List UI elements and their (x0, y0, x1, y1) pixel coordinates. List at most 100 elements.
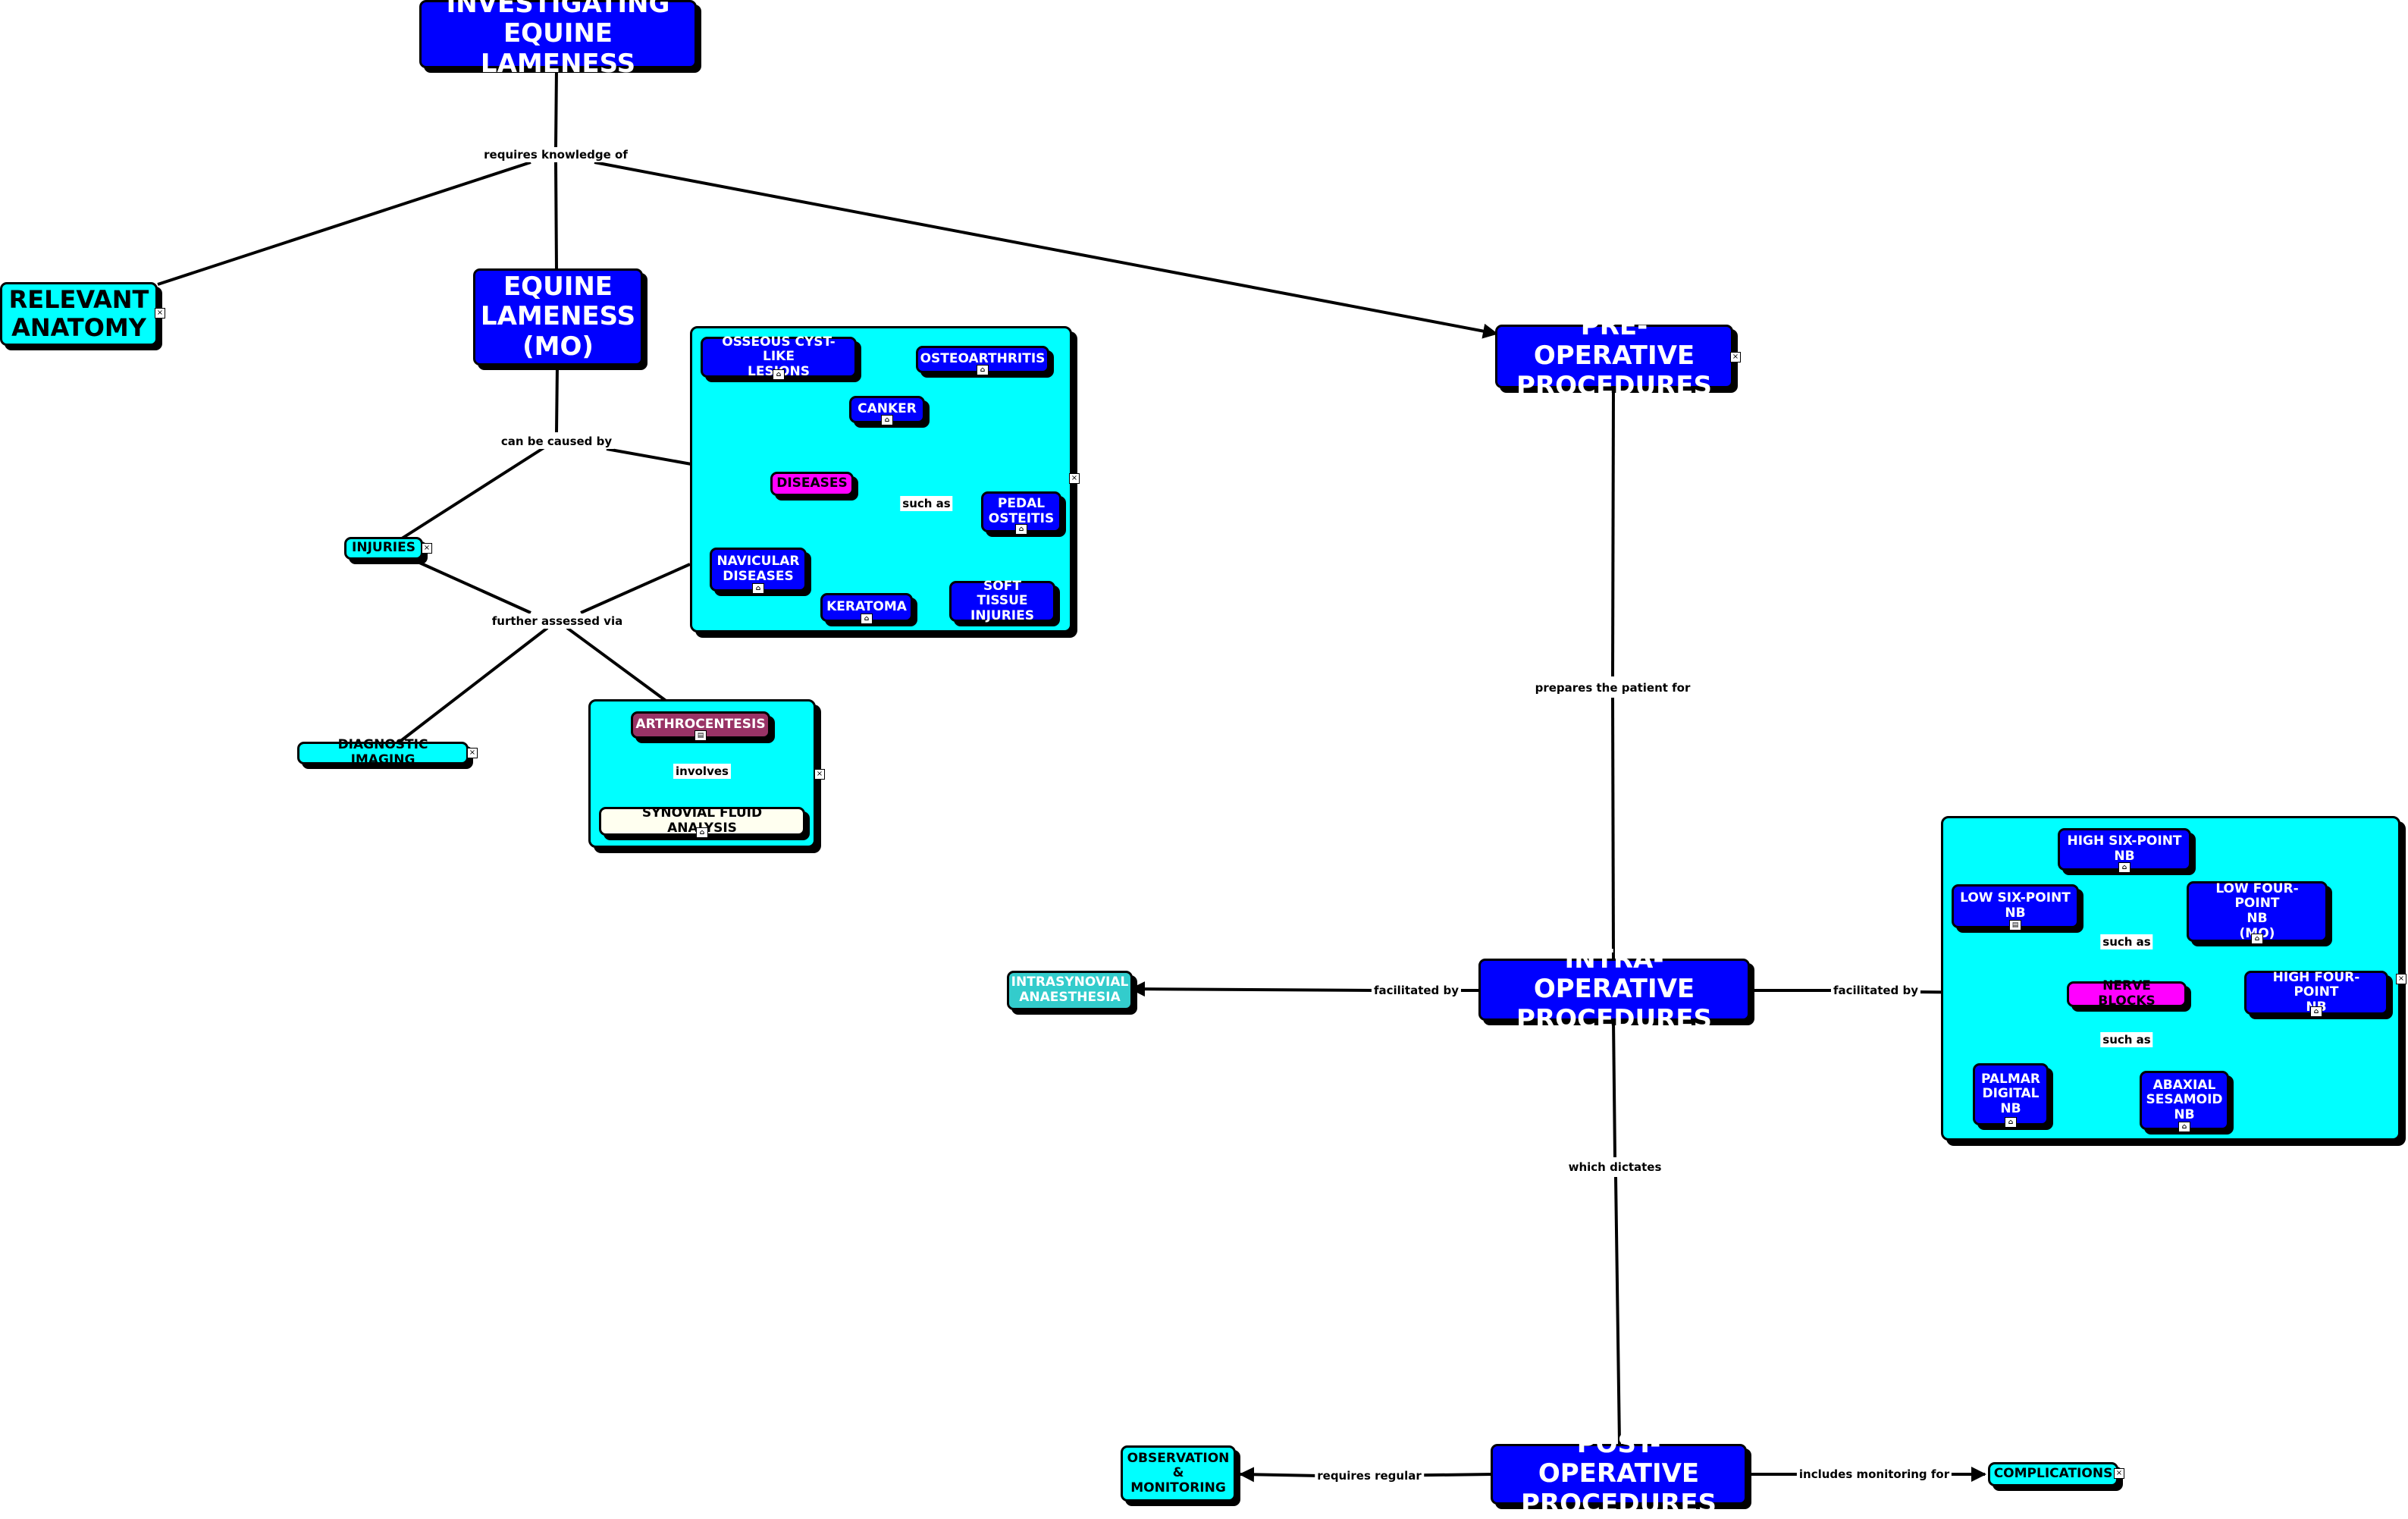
link-label-involves: involves (673, 764, 731, 779)
expand-icon[interactable]: × (467, 748, 478, 758)
resource-icon[interactable]: ▤ (2009, 920, 2021, 931)
concept-pre-operative-procedures[interactable]: PRE-OPERATIVE PROCEDURES (1495, 312, 1733, 400)
resource-icon[interactable]: ⌂ (2310, 1006, 2322, 1017)
concept-post-operative-procedures[interactable]: POST-OPERATIVE PROCEDURES (1491, 1430, 1747, 1518)
concept-complications[interactable]: COMPLICATIONS (1988, 1462, 2118, 1486)
link-assessed-imaging (394, 626, 549, 746)
expand-icon[interactable]: × (422, 543, 432, 554)
concept-keratoma[interactable]: KERATOMA ⌂ (820, 593, 913, 624)
concept-diseases[interactable]: DISEASES (770, 472, 854, 496)
resource-icon[interactable]: ⌂ (2005, 1117, 2017, 1128)
link-label-such-as-diseases: such as (900, 496, 953, 511)
concept-arthrocentesis[interactable]: ARTHROCENTESIS ▤ (631, 711, 770, 741)
concept-label: INVESTIGATING EQUINE LAMENESS (446, 0, 670, 79)
concept-low-four-point-nb[interactable]: LOW FOUR-POINT NB (MO) ⌂ (2187, 880, 2328, 944)
expand-icon[interactable]: × (1730, 352, 1741, 362)
concept-label: COMPLICATIONS (1993, 1466, 2113, 1482)
concept-label: NERVE BLOCKS (2098, 978, 2156, 1009)
link-label-further-assessed: further assessed via (489, 614, 626, 629)
link-label-facilitated-right: facilitated by (1830, 983, 1921, 998)
concept-observation-monitoring[interactable]: OBSERVATION & MONITORING (1121, 1445, 1236, 1502)
link-label-such-as-nb-bottom: such as (2100, 1032, 2153, 1047)
expand-icon[interactable]: × (2114, 1468, 2124, 1479)
link-requires-observation (1239, 1467, 1320, 1483)
resource-icon[interactable]: ⌂ (696, 827, 708, 838)
concept-high-six-point-nb[interactable]: HIGH SIX-POINT NB ⌂ (2058, 828, 2191, 873)
resource-icon[interactable]: ⌂ (1015, 524, 1027, 535)
link-dictates-postop (1614, 1176, 1621, 1445)
concept-abaxial-sesamoid-nb[interactable]: ABAXIAL SESAMOID NB ⌂ (2140, 1071, 2229, 1132)
link-label-prepares: prepares the patient for (1532, 680, 1693, 695)
concept-diagnostic-imaging[interactable]: DIAGNOSTIC IMAGING (297, 738, 469, 767)
concept-low-six-point-nb[interactable]: LOW SIX-POINT NB ▤ (1952, 884, 2079, 931)
link-label-which-dictates: which dictates (1566, 1160, 1664, 1175)
concept-label: PEDAL OSTEITIS (988, 496, 1055, 526)
concept-label: LOW FOUR-POINT NB (MO) (2215, 880, 2299, 940)
resource-icon[interactable]: ⌂ (2118, 862, 2131, 873)
concept-synovial-fluid-analysis[interactable]: SYNOVIAL FLUID ANALYSIS ⌂ (599, 806, 805, 838)
link-label-requires-knowledge: requires knowledge of (481, 147, 630, 162)
link-caused-injuries (400, 446, 546, 540)
concept-navicular-diseases[interactable]: NAVICULAR DISEASES ⌂ (710, 548, 807, 594)
concept-investigating-equine-lameness[interactable]: INVESTIGATING EQUINE LAMENESS (419, 0, 697, 78)
concept-label: NAVICULAR DISEASES (716, 554, 800, 584)
expand-icon[interactable]: × (2396, 974, 2406, 984)
concept-label: EQUINE LAMENESS (MO) (480, 271, 636, 362)
resource-icon[interactable]: ▤ (694, 730, 707, 741)
concept-label: ARTHROCENTESIS (635, 717, 766, 733)
concept-palmar-digital-nb[interactable]: PALMAR DIGITAL NB ⌂ (1973, 1063, 2049, 1128)
link-facilitated-intrasynovial (1130, 981, 1378, 997)
resource-icon[interactable]: ⌂ (881, 415, 893, 425)
concept-label: INTRASYNOVIAL ANAESTHESIA (1011, 974, 1129, 1005)
concept-label: PALMAR DIGITAL NB (1980, 1071, 2041, 1116)
concept-label: INTRA-OPERATIVE PROCEDURES (1516, 944, 1712, 1034)
concept-label: SOFT TISSUE INJURIES (970, 578, 1034, 623)
resource-icon[interactable]: ⌂ (2251, 934, 2263, 944)
concept-label: DISEASES (776, 475, 848, 491)
link-assessed-arthro (566, 626, 684, 714)
concept-label: INJURIES (352, 540, 415, 556)
resource-icon[interactable]: ⌂ (861, 614, 873, 624)
concept-high-four-point-nb[interactable]: HIGH FOUR-POINT NB ⌂ (2244, 970, 2388, 1017)
concept-equine-lameness[interactable]: EQUINE LAMENESS (MO) (473, 268, 643, 366)
concept-label: LOW SIX-POINT NB (1960, 890, 2071, 921)
concept-canker[interactable]: CANKER ⌂ (849, 396, 925, 425)
resource-icon[interactable]: ⌂ (977, 365, 989, 375)
link-requires-anatomy (157, 161, 531, 286)
link-intraop-dictates (1612, 1020, 1616, 1158)
link-label-can-be-caused: can be caused by (498, 434, 615, 449)
concept-relevant-anatomy[interactable]: RELEVANT ANATOMY (0, 282, 158, 346)
concept-label: PRE-OPERATIVE PROCEDURES (1516, 311, 1712, 401)
link-diseases-assessed (580, 563, 691, 614)
link-label-requires-regular: requires regular (1315, 1468, 1424, 1483)
link-label-facilitated-left: facilitated by (1371, 983, 1462, 998)
resource-icon[interactable]: ⌂ (752, 583, 764, 594)
expand-icon[interactable]: × (1069, 473, 1080, 484)
concept-intrasynovial-anaesthesia[interactable]: INTRASYNOVIAL ANAESTHESIA (1007, 971, 1133, 1010)
concept-pedal-osteitis[interactable]: PEDAL OSTEITIS ⌂ (981, 491, 1061, 535)
expand-icon[interactable]: × (814, 769, 825, 780)
link-label-such-as-nb-top: such as (2100, 934, 2153, 949)
concept-soft-tissue-injuries[interactable]: SOFT TISSUE INJURIES (949, 578, 1055, 623)
concept-label: CANKER (858, 401, 917, 417)
expand-icon[interactable]: × (155, 308, 165, 319)
link-investigating-requires (554, 67, 558, 149)
link-injuries-assessed (409, 557, 531, 614)
concept-label: OBSERVATION & MONITORING (1127, 1450, 1230, 1495)
concept-label: RELEVANT ANATOMY (8, 285, 149, 342)
resource-icon[interactable]: ⌂ (773, 369, 785, 380)
concept-label: OSTEOARTHRITIS (920, 351, 1046, 367)
concept-osteoarthritis[interactable]: OSTEOARTHRITIS ⌂ (916, 346, 1049, 375)
concept-label: KERATOMA (826, 599, 907, 615)
concept-osseous-cyst-like-lesions[interactable]: OSSEOUS CYST-LIKE LESIONS ⌂ (701, 334, 857, 380)
resource-icon[interactable]: ⌂ (2178, 1122, 2190, 1132)
concept-label: ABAXIAL SESAMOID NB (2146, 1077, 2223, 1122)
concept-nerve-blocks[interactable]: NERVE BLOCKS (2067, 978, 2187, 1009)
concept-label: POST-OPERATIVE PROCEDURES (1521, 1429, 1717, 1519)
link-requires-preop (594, 161, 1498, 339)
concept-intra-operative-procedures[interactable]: INTRA-OPERATIVE PROCEDURES (1478, 945, 1750, 1034)
concept-injuries[interactable]: INJURIES (344, 537, 423, 560)
concept-label: DIAGNOSTIC IMAGING (337, 737, 428, 767)
concept-label: HIGH SIX-POINT NB (2067, 833, 2182, 864)
link-requires-lameness (554, 162, 558, 270)
